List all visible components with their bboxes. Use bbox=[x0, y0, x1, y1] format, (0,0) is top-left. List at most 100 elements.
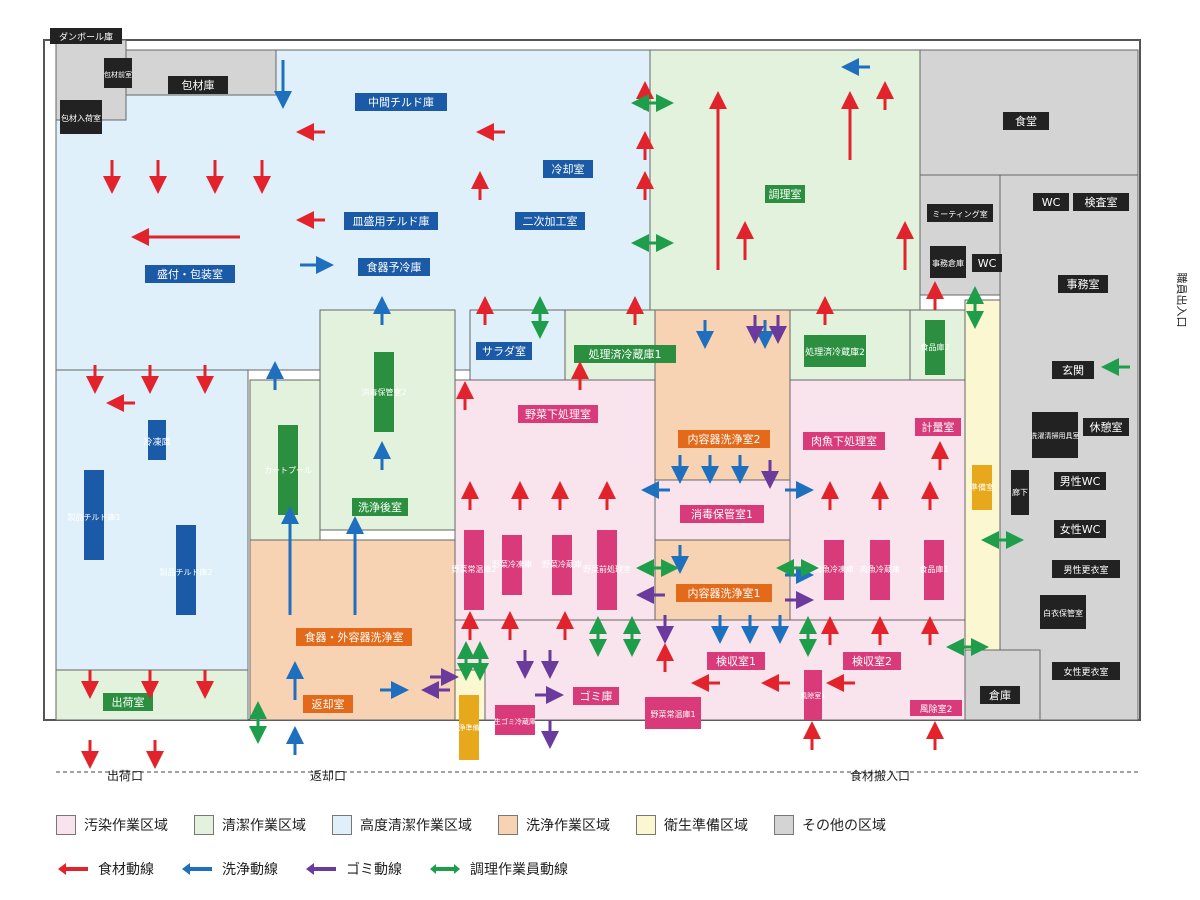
label-roka: 廊下 bbox=[1012, 487, 1028, 497]
zone-washing-naiyoki1 bbox=[654, 539, 791, 621]
label-sarazakari: 皿盛用チルド庫 bbox=[353, 214, 430, 228]
legend-zone-item: 汚染作業区域 bbox=[56, 815, 168, 835]
exit-shukka: 出荷口 bbox=[107, 769, 143, 783]
label-junbi: 準備室 bbox=[970, 482, 994, 492]
label-salad: サラダ室 bbox=[482, 344, 526, 358]
label-wc1: WC bbox=[1042, 196, 1061, 209]
label-seihin2: 製品チルド庫2 bbox=[159, 567, 212, 577]
label-shokuin: 職員出入口 bbox=[1175, 273, 1189, 328]
label-yasai-shita: 野菜下処理室 bbox=[525, 407, 591, 421]
labels-contaminated: 野菜下処理室 肉魚下処理室 計量室 消毒保管室1 野菜常温庫2 野菜冷凍庫 野菜… bbox=[451, 405, 962, 735]
exit-henkyaku: 返却口 bbox=[310, 769, 346, 783]
label-dansei-kosui: 男性更衣室 bbox=[1063, 564, 1108, 576]
legend-arrow-icon bbox=[58, 863, 88, 875]
label-gomi: ゴミ庫 bbox=[580, 689, 613, 703]
legend-zone-swatch bbox=[332, 815, 352, 835]
label-moritsuke: 盛付・包装室 bbox=[157, 267, 223, 281]
label-henkyaku: 返却室 bbox=[312, 697, 345, 711]
label-yasai-reizo: 野菜冷蔵庫 bbox=[542, 559, 582, 569]
label-shokuhin2: 食品庫2 bbox=[920, 342, 949, 352]
label-kensa: 検査室 bbox=[1085, 195, 1118, 209]
legend-zone-swatch bbox=[56, 815, 76, 835]
label-jimu: 事務室 bbox=[1067, 277, 1100, 291]
label-yasai-jo1: 野菜常温庫1 bbox=[650, 709, 695, 719]
label-wc2: WC bbox=[978, 257, 997, 270]
legend-zone-item: 衛生準備区域 bbox=[636, 815, 748, 835]
floor-plan-svg: 中間チルド庫 冷却室 皿盛用チルド庫 二次加工室 食器予冷庫 盛付・包装室 サラ… bbox=[43, 28, 1189, 783]
label-soko: 倉庫 bbox=[989, 688, 1011, 702]
legend-zone-label: 清潔作業区域 bbox=[222, 818, 306, 834]
garbage-flow-arrows bbox=[421, 315, 814, 749]
label-shokuhin1: 食品庫1 bbox=[919, 564, 948, 574]
legend-zone-swatch bbox=[774, 815, 794, 835]
label-naiyoki2: 内容器洗浄室2 bbox=[688, 432, 761, 446]
label-nikusakana-shita: 肉魚下処理室 bbox=[811, 434, 877, 448]
label-chukan-chilled: 中間チルド庫 bbox=[368, 95, 434, 109]
legend-zone-label: 汚染作業区域 bbox=[84, 818, 168, 834]
label-chori: 調理室 bbox=[769, 187, 802, 201]
label-shodoku1: 消毒保管室1 bbox=[691, 507, 753, 521]
label-danboru: ダンボール庫 bbox=[59, 31, 113, 43]
label-kiki-yorei: 食器予冷庫 bbox=[367, 260, 422, 274]
label-cart: カートプール bbox=[264, 466, 312, 475]
legend-flow-item: 食材動線 bbox=[56, 859, 154, 879]
labels-high-clean: 中間チルド庫 冷却室 皿盛用チルド庫 二次加工室 食器予冷庫 盛付・包装室 サラ… bbox=[67, 93, 593, 615]
label-hakui: 白衣保管室 bbox=[1043, 608, 1083, 618]
label-joseiwc: 女性WC bbox=[1060, 522, 1101, 536]
flow-legend-row: 食材動線 洗浄動線 ゴミ動線 調理作業員動線 bbox=[56, 859, 594, 879]
label-reikyaku: 冷却室 bbox=[552, 162, 585, 176]
label-shorizumi2: 処理済冷蔵庫2 bbox=[805, 346, 865, 358]
legend-zone-swatch bbox=[636, 815, 656, 835]
legend-arrow-icon bbox=[430, 864, 460, 874]
label-reito: 冷凍庫 bbox=[143, 436, 170, 448]
label-shorizumi1: 処理済冷蔵庫1 bbox=[589, 347, 662, 361]
label-shokki-sen: 食器・外容器洗浄室 bbox=[305, 630, 404, 644]
labels-other: ダンボール庫 包材前室 包材庫 包材入荷室 食堂 ミーティング室 WC 検査室 … bbox=[50, 28, 1129, 704]
legend-flow-item: ゴミ動線 bbox=[304, 859, 402, 879]
legend-zone-label: 高度清潔作業区域 bbox=[360, 818, 472, 834]
label-shukka: 出荷室 bbox=[112, 695, 145, 709]
label-hozai-mae: 包材前室 bbox=[104, 70, 132, 79]
zone-clean-chori bbox=[649, 49, 921, 311]
legend-zone-label: 洗浄作業区域 bbox=[526, 818, 610, 834]
exit-shokuzai: 食材搬入口 bbox=[850, 768, 910, 783]
legend-zone-swatch bbox=[194, 815, 214, 835]
label-josei-kosui: 女性更衣室 bbox=[1063, 666, 1108, 678]
label-genkan: 玄関 bbox=[1062, 363, 1084, 377]
legend-zone-swatch bbox=[498, 815, 518, 835]
labels-clean: 調理室 処理済冷蔵庫1 処理済冷蔵庫2 食品庫2 消毒保管室2 カートプール 洗… bbox=[103, 185, 950, 711]
legend-zone-item: 清潔作業区域 bbox=[194, 815, 306, 835]
labels-sanitary: 準備室 洗浄準備室 bbox=[452, 465, 994, 760]
label-senjo-junbi: 洗浄準備室 bbox=[452, 723, 487, 732]
legend-arrow-icon bbox=[182, 863, 212, 875]
legend-zone-label: 衛生準備区域 bbox=[664, 818, 748, 834]
legend-flow-item: 調理作業員動線 bbox=[428, 859, 568, 879]
zone-legend-row: 汚染作業区域 清潔作業区域 高度清潔作業区域 洗浄作業区域 衛生準備区域 その他の区域 bbox=[56, 815, 912, 835]
label-yasai-jo2: 野菜常温庫2 bbox=[451, 564, 496, 574]
label-namagomi: 生ゴミ冷蔵庫 bbox=[494, 717, 536, 726]
legend-zone-item: 高度清潔作業区域 bbox=[332, 815, 472, 835]
legend-flow-label: 食材動線 bbox=[98, 862, 154, 878]
legend-zone-label: その他の区域 bbox=[802, 818, 886, 834]
label-sentaku: 洗濯清掃用具室 bbox=[1031, 431, 1080, 440]
label-kenshu1: 検収室1 bbox=[716, 654, 756, 668]
label-sengo: 洗浄後室 bbox=[358, 500, 402, 514]
label-keiryo: 計量室 bbox=[922, 420, 955, 434]
label-hozai: 包材庫 bbox=[182, 78, 215, 92]
label-meeting: ミーティング室 bbox=[932, 209, 988, 219]
label-fujo1: 風除室1 bbox=[800, 691, 825, 700]
label-yasai-mae: 野菜前処理室 bbox=[583, 564, 631, 574]
label-hozai-nyuka: 包材入荷室 bbox=[61, 113, 101, 123]
label-fujo2: 風除室2 bbox=[920, 703, 953, 715]
legend-flow-label: 洗浄動線 bbox=[222, 862, 278, 878]
zone-washing-naiyoki2 bbox=[654, 309, 791, 481]
legend: 汚染作業区域 清潔作業区域 高度清潔作業区域 洗浄作業区域 衛生準備区域 その他の区域 食… bbox=[56, 815, 1156, 885]
legend-flow-label: 調理作業員動線 bbox=[470, 862, 568, 878]
label-danseiwc: 男性WC bbox=[1060, 474, 1101, 488]
label-nikusakana-reizo: 肉魚冷蔵庫 bbox=[860, 564, 900, 574]
legend-zone-item: その他の区域 bbox=[774, 815, 886, 835]
label-niji-kako: 二次加工室 bbox=[523, 214, 578, 228]
label-shokudo: 食堂 bbox=[1015, 114, 1037, 128]
label-nikusakana-reito: 肉魚冷凍庫 bbox=[814, 564, 854, 574]
